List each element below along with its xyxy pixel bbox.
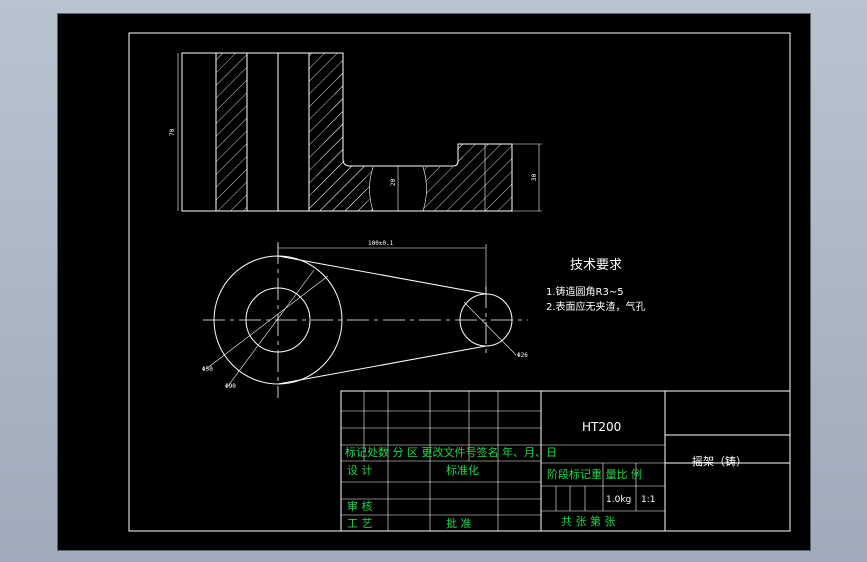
weight-value: 1.0kg: [606, 495, 631, 505]
standardization-label: 标准化: [446, 463, 479, 477]
process-label: 工 艺: [347, 517, 373, 530]
tech-requirement-1: 1.铸造圆角R3~5: [546, 285, 624, 298]
drawing-sheet: 70 30 20 100±0.1 Φ50 Φ90 Φ26 技术要求 1.铸造圆角…: [57, 13, 811, 551]
top-view: 100±0.1 Φ50 Φ90 Φ26: [202, 240, 528, 398]
tech-requirements: 技术要求 1.铸造圆角R3~5 2.表面应无夹渣，气孔: [546, 258, 646, 313]
material-label: HT200: [582, 420, 621, 434]
scale-value: 1:1: [641, 495, 655, 505]
design-label: 设 计: [347, 464, 373, 477]
section-view: 70 30 20: [169, 52, 542, 212]
review-label: 审 核: [347, 499, 373, 513]
stage-row-label: 阶段标记重 量比 例: [547, 467, 642, 481]
dim-dia-small: Φ26: [517, 352, 528, 359]
sheets-row-label: 共 张 第 张: [561, 514, 616, 528]
cad-drawing: 70 30 20 100±0.1 Φ50 Φ90 Φ26 技术要求 1.铸造圆角…: [128, 32, 791, 532]
tech-requirement-2: 2.表面应无夹渣，气孔: [546, 300, 646, 313]
tech-requirements-title: 技术要求: [570, 258, 622, 273]
part-name: 摇架（铸）: [692, 454, 747, 468]
revision-row-label: 标记处数 分 区 更改文件号签名 年、月、日: [345, 445, 557, 459]
approve-label: 批 准: [446, 516, 472, 530]
dim-height-left: 70: [169, 128, 176, 136]
dim-dia-mid: Φ50: [202, 366, 213, 373]
dim-dia-large: Φ90: [225, 383, 236, 390]
dim-height-web: 20: [390, 178, 397, 186]
title-block: HT200 摇架（铸） 标记处数 分 区 更改文件号签名 年、月、日 设 计 标…: [340, 390, 791, 532]
dim-height-right: 30: [531, 173, 538, 181]
dim-center-distance: 100±0.1: [368, 240, 394, 247]
